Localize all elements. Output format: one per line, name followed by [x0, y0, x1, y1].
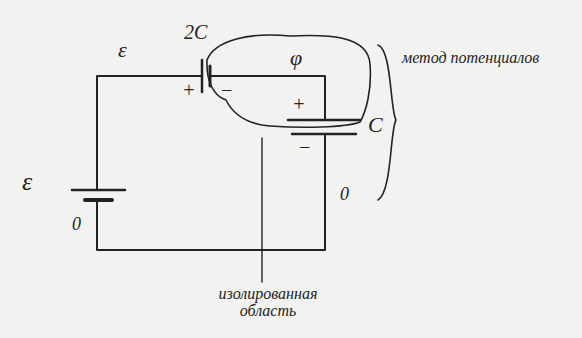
- polarity-sign: −: [220, 80, 234, 101]
- capacitance-label: C: [368, 113, 383, 136]
- capacitor-plate: [201, 60, 204, 92]
- wire: [97, 76, 325, 250]
- potential-label: φ: [290, 46, 302, 69]
- battery-plate: [85, 198, 112, 202]
- polarity-sign: −: [298, 137, 312, 158]
- polarity-sign: +: [292, 94, 306, 115]
- capacitor-plate: [288, 119, 360, 122]
- emf-label: ε: [22, 168, 32, 195]
- region-note: изолированная область: [198, 286, 338, 320]
- method-note: метод потенциалов: [402, 50, 552, 67]
- isolated-region-outline: [207, 35, 370, 127]
- leader-line: [261, 138, 262, 282]
- polarity-sign: +: [182, 80, 196, 101]
- potential-label: 0: [340, 185, 349, 204]
- battery-plate: [72, 189, 125, 192]
- emf-label: ε: [118, 38, 127, 61]
- capacitor-plate: [292, 133, 356, 136]
- capacitance-label: 2C: [184, 22, 207, 43]
- potential-label: 0: [72, 215, 81, 234]
